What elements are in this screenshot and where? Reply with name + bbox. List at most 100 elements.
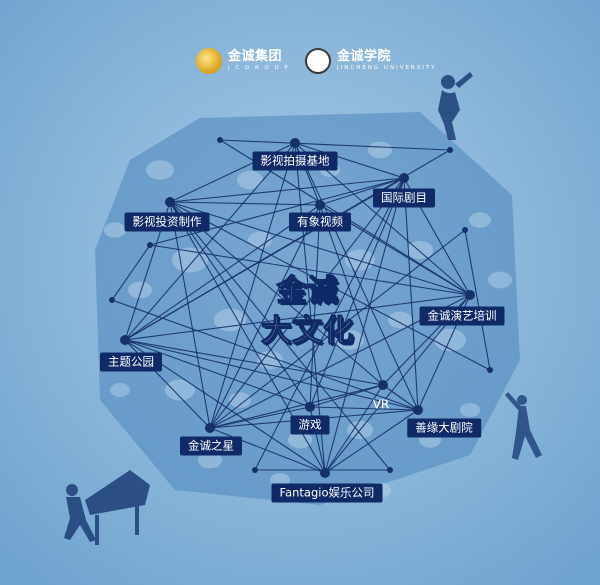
node-label-star: 金诚之星 [180,436,242,456]
edge-game-shanyuan [309,406,419,411]
cell-blob [368,141,392,159]
node-dot-f [387,467,393,473]
edge-h-theme-park [124,149,451,341]
edge-vr-star [209,384,384,429]
edge-theater-shanyuan [403,177,419,411]
cell-blob [110,383,130,397]
jc-college-name: 金诚学院 [337,49,392,65]
edge-film-base-theater [294,142,405,179]
node-dot-youxiang [315,200,325,210]
node-dot-e [252,467,258,473]
cell-blob [198,451,222,469]
cell-blob [165,379,195,401]
jc-college-seal-icon [305,48,331,74]
edge-theater-fantagio [324,177,405,474]
jc-group-subtitle: J C G R O U P [228,65,290,72]
edge-youxiang-star [209,204,321,429]
edge-youxiang-game [309,204,321,408]
node-dot-vr [378,380,388,390]
node-label-youxiang: 有象视频 [289,212,351,232]
node-dot-film-invest [165,197,175,207]
singer-silhouette-icon [438,72,473,140]
edge-e-theater [254,177,405,471]
node-label-training: 金诚演艺培训 [419,306,505,326]
cell-blob [345,249,375,271]
network-nodes [109,137,493,478]
pianist-silhouette-icon [64,470,150,545]
cell-blob [488,271,512,289]
edge-star-fantagio [209,427,326,474]
node-dot-training [465,290,475,300]
cell-blob [146,160,174,180]
cell-blob [248,231,272,249]
node-label-shanyuan: 善缘大剧院 [407,418,481,438]
cell-blob [460,403,480,417]
node-label-film-base: 影视拍摄基地 [252,151,338,171]
node-dot-star [205,423,215,433]
edge-c-d [464,229,491,371]
edge-g-h [219,139,451,151]
cell-blob [128,281,152,299]
edge-d-film-invest [169,201,491,371]
edge-youxiang-vr [319,204,384,386]
edge-theater-film-invest [169,177,405,203]
edge-theme-park-shanyuan [124,339,419,411]
edge-training-theme-park [124,294,471,341]
edge-film-invest-star [169,201,211,429]
edge-film-invest-training [169,201,471,296]
node-dot-fantagio [320,468,330,478]
edge-film-invest-youxiang [169,201,321,206]
edge-theme-park-vr [124,339,384,386]
node-dot-a [147,242,153,248]
node-dot-h [447,147,453,153]
edge-shanyuan-fantagio [324,409,419,474]
edge-film-base-theme-park [124,142,296,341]
node-label-film-invest: 影视投资制作 [124,212,210,232]
center-title-line1: 金诚 [276,273,339,309]
edge-theater-youxiang [319,177,405,206]
node-dot-game [305,402,315,412]
header-logos: 金诚集团 J C G R O U P 金诚学院 JINCHENG UNIVERS… [0,44,600,84]
cell-blob [336,330,364,350]
node-label-theme-park: 主题公园 [100,352,162,372]
node-dot-d [487,367,493,373]
node-dot-film-base [290,138,300,148]
edge-a-b [111,244,151,301]
edge-youxiang-theme-park [124,204,321,341]
cell-blob [388,311,412,329]
cell-blob [104,222,126,238]
edge-film-invest-game [169,201,311,408]
edge-vr-fantagio [324,384,384,474]
edge-a-theater [149,177,405,246]
node-dot-shanyuan [413,405,423,415]
dancer-silhouette-icon [505,392,542,460]
edge-theme-park-game [124,339,311,408]
jc-group-emblem-icon [196,48,222,74]
node-label-theater: 国际剧目 [373,188,435,208]
node-dot-theme-park [120,335,130,345]
node-dot-c [462,227,468,233]
edge-a-training [149,244,471,296]
jc-group-name: 金诚集团 [228,49,283,65]
jc-college-logo: 金诚学院 JINCHENG UNIVERSITY [305,48,437,74]
jc-college-subtitle: JINCHENG UNIVERSITY [337,65,437,72]
jc-group-logo: 金诚集团 J C G R O U P [196,48,290,74]
edge-vr-game [309,384,384,408]
node-dot-b [109,297,115,303]
edge-theater-star [209,177,405,429]
cell-blob [237,170,263,190]
node-dot-theater [399,173,409,183]
center-title-line2: 大文化 [261,313,355,349]
node-label-game: 游戏 [290,415,330,435]
edge-f-film-invest [169,201,391,471]
cell-blob [469,212,491,228]
cell-blob [288,431,312,449]
network-edges [111,139,491,474]
node-label-vr: VR [372,397,390,412]
edge-c-star [209,229,466,429]
node-dot-g [217,137,223,143]
edge-game-star [209,406,311,429]
node-label-fantagio: Fantagio娱乐公司 [271,483,383,503]
edge-vr-shanyuan [382,384,419,411]
